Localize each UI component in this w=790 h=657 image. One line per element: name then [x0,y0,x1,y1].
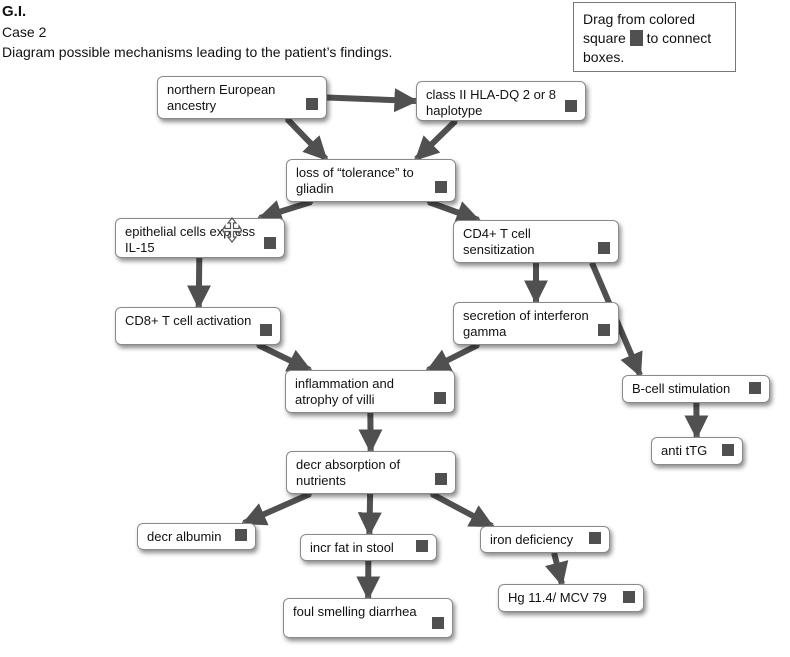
box-label: foul smelling diarrhea [293,604,417,619]
arrow-epithelial-to-cd8 [186,257,211,310]
connect-handle-icon[interactable] [722,444,734,456]
box-label: inflammation and atrophy of villi [295,376,394,407]
box-label: secretion of interferon gamma [463,308,589,339]
connect-handle-icon[interactable] [432,617,444,629]
arrow-iron-to-hg [544,552,569,587]
help-text-before: Drag from colored square [583,11,696,46]
connect-handle-icon[interactable] [623,591,635,603]
instruction-text: Diagram possible mechanisms leading to t… [2,44,393,60]
connect-handle-icon[interactable] [264,237,276,249]
connect-handle-icon[interactable] [598,324,610,336]
box-interferon-gamma[interactable]: secretion of interferon gamma [453,302,619,345]
connect-handle-icon[interactable] [749,382,761,394]
box-cd4-sensitization[interactable]: CD4+ T cell sensitization [453,220,619,263]
arrow-northern-to-hla [326,88,419,113]
arrow-absorption-to-albumin [241,491,312,526]
box-label: iron deficiency [490,532,574,547]
connect-handle-icon[interactable] [416,540,428,552]
box-b-cell-stimulation[interactable]: B-cell stimulation [622,375,770,403]
box-anti-ttg[interactable]: anti tTG [651,437,743,465]
box-inflammation-atrophy[interactable]: inflammation and atrophy of villi [285,370,455,413]
box-foul-diarrhea[interactable]: foul smelling diarrhea [283,598,453,638]
box-label: anti tTG [661,443,708,458]
arrow-cd8-to-inflammation [256,342,312,373]
box-epithelial-il15[interactable]: epithelial cells express IL-15 [115,218,285,258]
box-decr-albumin[interactable]: decr albumin [137,523,256,550]
box-hla-haplotype[interactable]: class II HLA-DQ 2 or 8 haplotype [416,81,586,121]
box-iron-deficiency[interactable]: iron deficiency [480,526,610,553]
box-label: incr fat in stool [310,540,394,555]
move-cursor-icon [222,217,242,243]
box-label: Hg 11.4/ MCV 79 [508,590,607,605]
page-title: G.I. [2,3,27,20]
case-label: Case 2 [2,24,47,40]
box-label: CD4+ T cell sensitization [463,226,535,257]
box-label: decr absorption of nutrients [296,457,401,488]
arrow-absorption-to-fat [357,493,382,537]
box-decr-absorption[interactable]: decr absorption of nutrients [286,451,456,494]
connect-handle-icon[interactable] [235,529,247,541]
connect-handle-icon[interactable] [565,100,577,112]
box-loss-of-tolerance[interactable]: loss of “tolerance” to gliadin [286,159,456,202]
box-incr-fat-in-stool[interactable]: incr fat in stool [300,534,437,561]
connect-handle-icon[interactable] [435,181,447,193]
connect-handle-icon[interactable] [434,392,446,404]
connect-handle-icon[interactable] [598,242,610,254]
box-label: northern European ancestry [167,82,276,113]
arrow-northern-to-tolerance [284,116,329,162]
connect-handle-icon[interactable] [589,532,601,544]
help-box: Drag from colored square to connect boxe… [573,2,736,72]
box-cd8-activation[interactable]: CD8+ T cell activation [115,307,281,345]
box-label: epithelial cells express IL-15 [125,224,256,255]
arrow-absorption-to-iron [430,491,495,529]
box-label: class II HLA-DQ 2 or 8 haplotype [426,87,557,118]
box-label: CD8+ T cell activation [125,313,252,328]
box-label: B-cell stimulation [632,381,731,396]
connect-handle-icon[interactable] [435,473,447,485]
arrow-hla-to-tolerance [414,118,458,162]
connect-handle-icon[interactable] [260,324,272,336]
box-northern-european-ancestry[interactable]: northern European ancestry [157,76,327,119]
connect-handle-icon[interactable] [306,98,318,110]
box-label: decr albumin [147,529,222,544]
help-text-after: to connect boxes. [583,30,712,65]
handle-sample-icon [629,30,643,46]
arrow-tolerance-to-cd4 [427,199,481,224]
arrow-tolerance-to-epithelial [257,199,313,224]
arrow-interferon-to-inflammation [425,342,480,373]
box-hg-mcv[interactable]: Hg 11.4/ MCV 79 [498,584,644,612]
box-label: loss of “tolerance” to gliadin [296,165,414,196]
